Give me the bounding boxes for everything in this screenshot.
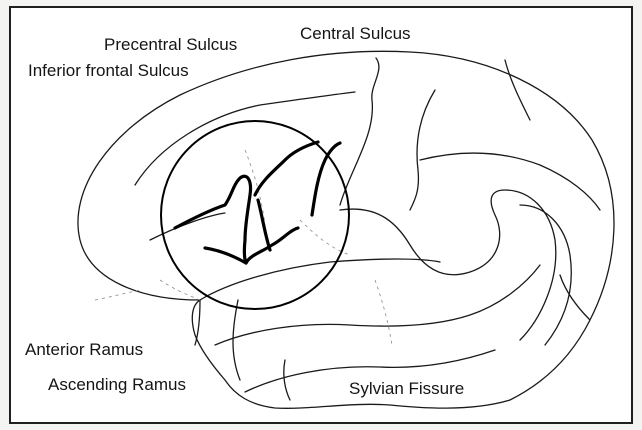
supramarginal-curve xyxy=(340,190,556,340)
central-sulcus-line xyxy=(340,58,379,205)
occipital-notch-line xyxy=(560,275,590,320)
label-anterior-ramus: Anterior Ramus xyxy=(25,341,143,358)
label-ascending-ramus: Ascending Ramus xyxy=(48,376,186,393)
intraparietal-sulcus-line xyxy=(420,153,600,210)
parietal-gyrus-line xyxy=(505,60,530,120)
brain-outline xyxy=(78,51,614,408)
temporal-lobe-boundary xyxy=(200,259,440,300)
temporal-gyrus-division-2 xyxy=(284,360,290,400)
label-precentral-sulcus: Precentral Sulcus xyxy=(104,36,237,53)
highlighted-sulci xyxy=(175,142,340,263)
angular-gyrus-curve xyxy=(520,205,571,345)
broca-region-circle xyxy=(161,121,349,309)
label-inferior-frontal-sulcus: Inferior frontal Sulcus xyxy=(28,62,189,79)
superior-temporal-sulcus-line xyxy=(215,265,540,345)
temporal-gyrus-division-1 xyxy=(233,300,240,380)
label-sylvian-fissure: Sylvian Fissure xyxy=(349,380,464,397)
postcentral-sulcus-line xyxy=(410,90,435,210)
label-central-sulcus: Central Sulcus xyxy=(300,25,411,42)
